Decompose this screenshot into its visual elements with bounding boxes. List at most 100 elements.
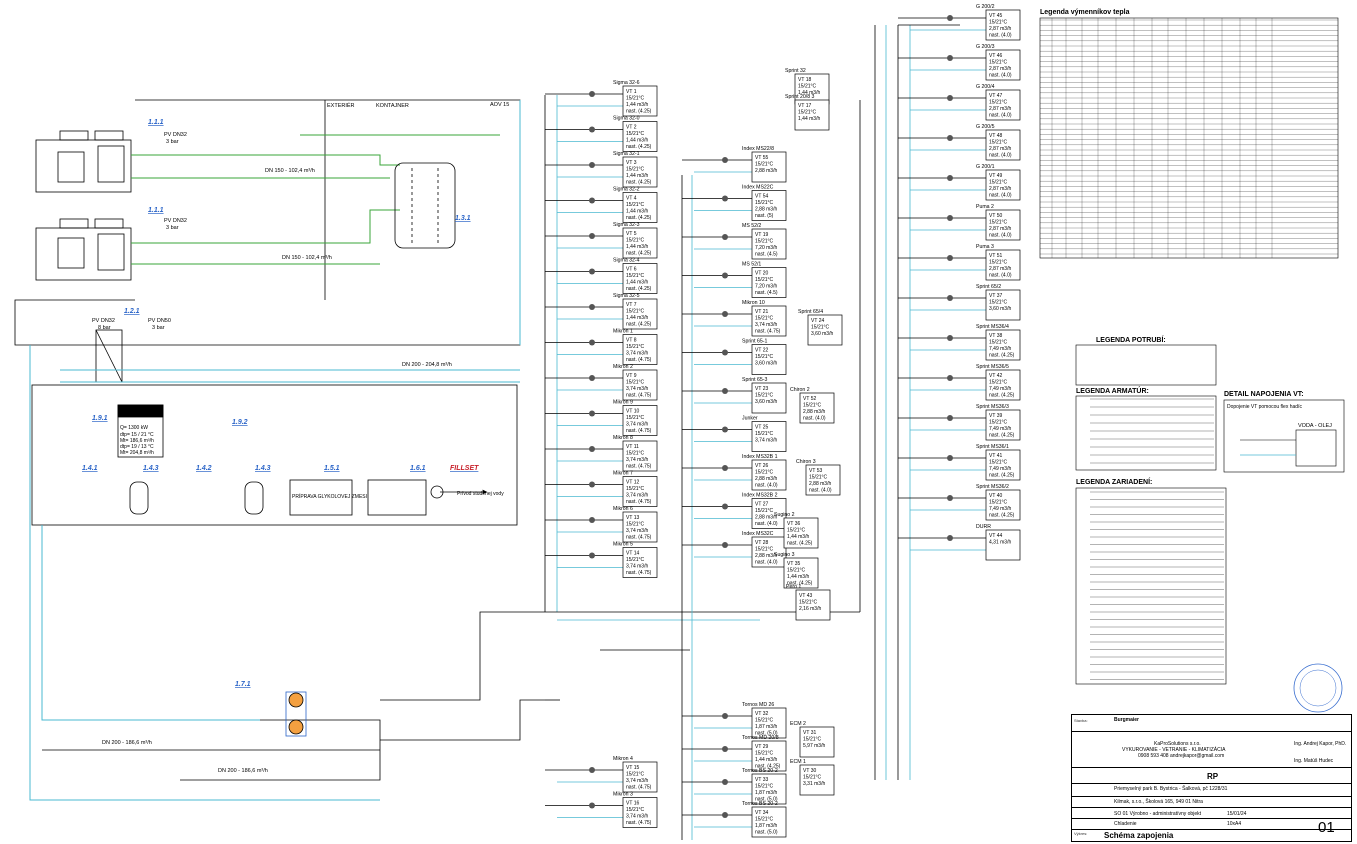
unit-q: 1,44 m3/h [626,209,648,215]
unit-branch [898,495,986,511]
unit-t: 15/21°C [626,344,645,350]
unit-t: 15/21°C [989,420,1008,426]
tag-171: 1.7.1 [235,681,251,688]
unit-q: 1,44 m3/h [798,90,820,96]
unit-n: nast. (4.25) [989,513,1015,519]
tb-format: 10xA4 [1227,821,1242,827]
unit-id: VT 44 [989,533,1002,539]
unit-branch [682,388,752,404]
label-exterier: EXTERIÉR [327,102,355,109]
unit-t: 15/21°C [626,202,645,208]
unit-branch [898,255,986,271]
unit-q: 3,74 m3/h [626,351,648,357]
unit-q: 7,49 m3/h [989,386,1011,392]
tb-dodavatel2: VYKUROVANIE - VETRANIE - KLIMATIZÁCIA [1122,747,1226,753]
unit-q: 3,31 m3/h [803,781,825,787]
unit-id: VT 3 [626,160,637,166]
unit-n: nast. (4.25) [787,581,813,587]
valve-icon [589,197,595,204]
unit-n: nast. (4.25) [989,353,1015,359]
valve-icon [947,135,953,141]
valve-icon [589,552,595,559]
valve-icon [589,410,595,417]
unit-name: Sigma 32-4 [613,258,640,264]
tag-labels: 1.1.1 1.1.1 1.2.1 1.3.1 1.9.1 1.9.2 1.4.… [82,119,479,688]
unit-t: 15/21°C [989,180,1008,186]
unit-q: 2,88 m3/h [755,207,777,213]
unit-id: VT 43 [799,593,812,599]
unit-branch [682,234,752,250]
valve-icon [589,126,595,133]
unit-name: ECM 2 [790,721,806,727]
unit-q: 7,49 m3/h [989,426,1011,432]
unit-branch [545,767,623,783]
unit-n: nast. (4.25) [626,215,652,221]
unit-id: VT 11 [626,444,639,450]
unit-n: nast. (4.75) [626,820,652,826]
valve-icon [947,175,953,181]
risers [544,24,960,840]
unit-name: Sugino 3 [774,552,795,558]
unit-n: nast. (4.0) [989,233,1012,239]
unit-t: 15/21°C [989,380,1008,386]
unit-branch [545,339,623,355]
unit-t: 15/21°C [626,96,645,102]
unit-branch [545,126,623,142]
unit-branch [898,135,986,151]
unit-q: 2,88 m3/h [755,515,777,521]
info-dtp2: dtp= 19 / 13 °C [120,444,154,450]
unit-name: Sigma 32-0 [613,116,640,122]
unit-q: 2,87 m3/h [989,186,1011,192]
expansion-vessel-2 [244,481,264,515]
valve-icon [722,779,728,785]
unit-t: 15/21°C [626,807,645,813]
label-dn200-b: DN 200 - 186,6 m³/h [102,740,152,746]
engineer-stamp [1293,663,1343,713]
unit-id: VT 51 [989,253,1002,259]
valve-icon [589,767,595,773]
unit-q: 2,88 m3/h [755,553,777,559]
valve-icon [947,95,953,101]
left-plant [14,99,545,801]
unit-id: VT 6 [626,267,637,273]
unit-n: nast. (5.0) [755,731,778,737]
unit-branch [898,335,986,351]
unit-t: 15/21°C [989,220,1008,226]
valve-icon [947,255,953,261]
unit-branch [898,375,986,391]
unit-q: 2,87 m3/h [989,226,1011,232]
unit-n: nast. (4.0) [755,560,778,566]
unit-id: VT 10 [626,409,639,415]
fillset-box [367,479,427,516]
unit-t: 15/21°C [989,340,1008,346]
unit-name: Sprint MS36/4 [976,324,1009,330]
valve-icon [722,388,728,394]
unit-id: VT 46 [989,53,1002,59]
unit-name: Sigma 32-3 [613,222,640,228]
valve-icon [589,162,595,168]
unit-q: 1,44 m3/h [626,102,648,108]
info-q: Q= 1300 kW [120,425,148,431]
unit-t: 15/21°C [626,309,645,315]
unit-t: 15/21°C [803,737,822,743]
valve-icon [589,268,595,275]
unit-name: G 200/5 [976,124,995,130]
unit-q: 3,74 m3/h [755,322,777,328]
unit-id: VT 4 [626,196,637,202]
unit-q: 1,87 m3/h [755,823,777,829]
left-labels: EXTERIÉR KONTAJNER AOV 15 DN 150 - 102,4… [92,102,509,774]
unit-name: Sprint 32 [785,68,806,74]
unit-q: 1,44 m3/h [626,315,648,321]
unit-id: VT 33 [755,777,768,783]
unit-id: VT 25 [755,425,768,431]
unit-t: 15/21°C [626,772,645,778]
valve-icon [947,215,953,221]
